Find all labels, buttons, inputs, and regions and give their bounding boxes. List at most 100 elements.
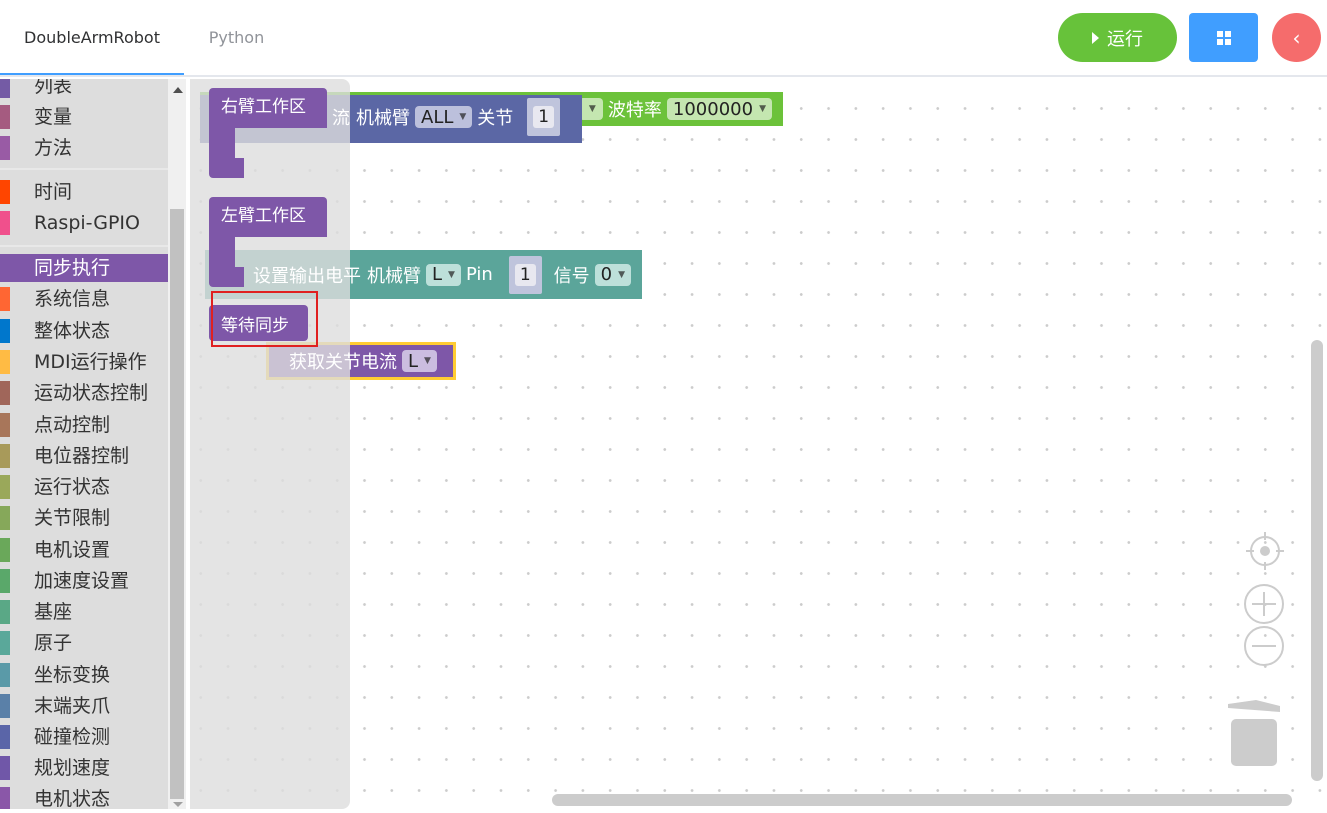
category-color-swatch <box>0 287 10 311</box>
category-color-swatch <box>0 180 10 204</box>
joint-number-input[interactable]: 1 <box>533 106 555 128</box>
wait-sync-block[interactable]: 等待同步 <box>209 305 308 341</box>
category-label: 基座 <box>34 601 73 623</box>
category-label: 系统信息 <box>34 288 111 310</box>
category-item[interactable]: 点动控制 <box>0 411 168 439</box>
category-item[interactable]: 末端夹爪 <box>0 692 168 720</box>
tab-python[interactable]: Python <box>208 28 265 47</box>
category-item[interactable]: 电机设置 <box>0 536 168 564</box>
baud-label: 波特率 <box>607 100 662 121</box>
category-label: 点动控制 <box>34 414 111 436</box>
grid-button[interactable] <box>1189 13 1258 62</box>
arm-label: 机械臂 <box>367 265 421 287</box>
zoom-out-icon[interactable] <box>1243 625 1285 667</box>
category-label: 整体状态 <box>34 320 111 342</box>
category-label: 碰撞检测 <box>34 726 111 748</box>
category-item[interactable]: 时间 <box>0 178 168 206</box>
tab-doublearmrobot[interactable]: DoubleArmRobot <box>0 0 184 75</box>
category-color-swatch <box>0 600 10 624</box>
back-button[interactable]: ‹ <box>1272 13 1321 62</box>
category-item[interactable]: 整体状态 <box>0 317 168 345</box>
category-label: 运行状态 <box>34 476 111 498</box>
category-color-swatch <box>0 350 10 374</box>
category-item[interactable]: 关节限制 <box>0 504 168 532</box>
left-arm-workspace-block[interactable]: 左臂工作区 <box>209 197 327 287</box>
category-label: 末端夹爪 <box>34 695 111 717</box>
category-label: 原子 <box>34 632 73 654</box>
category-color-swatch <box>0 538 10 562</box>
block-prefix: 流 <box>332 108 350 129</box>
pin-number-input[interactable]: 1 <box>514 263 536 286</box>
category-item[interactable]: 系统信息 <box>0 285 168 313</box>
category-color-swatch <box>0 475 10 499</box>
category-item[interactable]: 运行状态 <box>0 473 168 501</box>
category-color-swatch <box>0 211 10 235</box>
category-item[interactable]: 电位器控制 <box>0 442 168 470</box>
category-item[interactable]: 原子 <box>0 629 168 657</box>
category-item[interactable]: 变量 <box>0 103 168 131</box>
category-item[interactable]: 同步执行 <box>0 254 168 282</box>
category-item[interactable]: 规划速度 <box>0 754 168 782</box>
category-separator <box>0 168 168 170</box>
get-joint-current-block[interactable]: 获取关节电流 L▼ <box>266 342 456 380</box>
category-color-swatch <box>0 444 10 468</box>
category-label: 电机设置 <box>34 539 111 561</box>
category-color-swatch <box>0 319 10 343</box>
run-label: 运行 <box>1107 28 1143 50</box>
joint-label: 关节 <box>477 108 514 129</box>
category-label: Raspi-GPIO <box>34 212 140 234</box>
category-color-swatch <box>0 413 10 437</box>
run-button[interactable]: 运行 <box>1058 13 1177 62</box>
grid-icon <box>1216 30 1231 45</box>
workspace-horizontal-scrollbar[interactable] <box>552 794 1292 806</box>
toolbox-flyout <box>190 79 350 809</box>
baud-dropdown[interactable]: 1000000▼ <box>666 98 772 120</box>
category-item[interactable]: 电机状态 <box>0 785 168 809</box>
category-color-swatch <box>0 105 10 129</box>
category-color-swatch <box>0 256 10 280</box>
category-color-swatch <box>0 506 10 530</box>
category-label: 变量 <box>34 106 73 128</box>
workspace-vertical-scrollbar[interactable] <box>1311 340 1323 781</box>
category-item[interactable]: 运动状态控制 <box>0 379 168 407</box>
category-label: 同步执行 <box>34 257 111 279</box>
category-item[interactable]: Raspi-GPIO <box>0 209 168 237</box>
category-item[interactable]: 加速度设置 <box>0 567 168 595</box>
category-item[interactable]: MDI运行操作 <box>0 348 168 376</box>
category-label: 电机状态 <box>34 788 111 809</box>
signal-label: 信号 <box>553 265 590 287</box>
arm-label: 机械臂 <box>356 108 410 129</box>
category-color-swatch <box>0 631 10 655</box>
scroll-down-icon[interactable] <box>173 802 183 807</box>
serial-dropdown[interactable]: ▼ <box>578 98 603 120</box>
category-item[interactable]: 基座 <box>0 598 168 626</box>
signal-dropdown[interactable]: 0▼ <box>594 263 632 286</box>
recenter-icon[interactable] <box>1244 530 1286 572</box>
arm-dropdown[interactable]: L▼ <box>426 263 461 286</box>
top-bar: DoubleArmRobot Python 运行 ‹ <box>0 0 1327 77</box>
arm-dropdown[interactable]: ALL▼ <box>415 106 473 128</box>
category-separator <box>0 245 168 247</box>
scroll-up-icon[interactable] <box>173 87 183 93</box>
category-color-swatch <box>0 381 10 405</box>
block-label: 获取关节电流 <box>289 352 397 373</box>
category-item[interactable]: 列表 <box>0 79 168 100</box>
category-color-swatch <box>0 79 10 98</box>
category-color-swatch <box>0 136 10 160</box>
category-color-swatch <box>0 663 10 687</box>
highlight-box <box>211 291 318 347</box>
trash-icon[interactable] <box>1226 694 1282 768</box>
block-label: 设置输出电平 <box>253 265 361 287</box>
category-item[interactable]: 碰撞检测 <box>0 723 168 751</box>
arm-dropdown[interactable]: L▼ <box>402 350 437 372</box>
category-item[interactable]: 坐标变换 <box>0 661 168 689</box>
zoom-in-icon[interactable] <box>1243 583 1285 625</box>
category-label: 运动状态控制 <box>34 382 149 404</box>
right-arm-workspace-block[interactable]: 右臂工作区 <box>209 88 327 178</box>
toolbox-scrollbar[interactable] <box>168 79 186 809</box>
category-label: 列表 <box>34 79 73 97</box>
category-item[interactable]: 方法 <box>0 134 168 162</box>
play-icon <box>1092 31 1099 44</box>
category-color-swatch <box>0 694 10 718</box>
category-color-swatch <box>0 569 10 593</box>
